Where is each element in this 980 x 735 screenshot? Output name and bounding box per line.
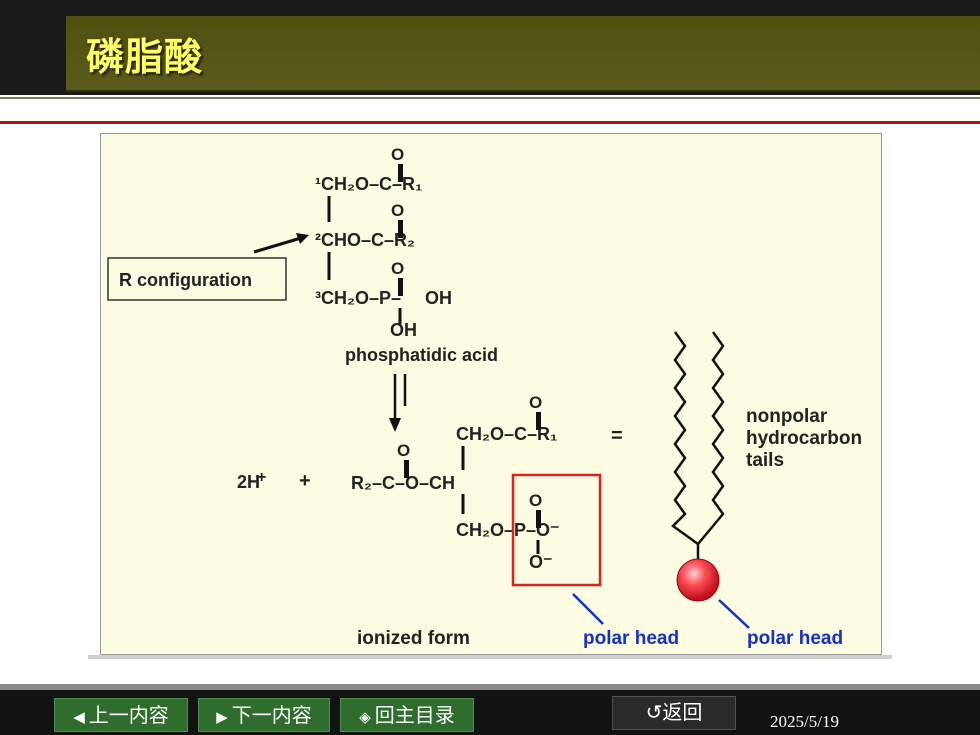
slide-date: 2025/5/19 [770,712,839,731]
back-label: 返回 [662,700,703,724]
polar-head-pointer-2 [718,599,750,629]
svg-text:CH₂O–C–R₁: CH₂O–C–R₁ [456,424,557,444]
plus-sign: + [299,470,311,492]
oh-group: OH [425,288,452,308]
bottom-bar-edge [0,684,980,690]
next-content-button[interactable]: ▶下一内容 [198,698,330,732]
polar-head-sphere [676,558,720,602]
back-button[interactable]: ↺返回 [612,696,736,730]
chemistry-figure: ¹CH₂O–C–R₁ O ²CHO–C–R₂ O ³CH₂O–P– OH O O… [100,133,882,655]
svg-text:O: O [391,259,404,278]
polar-head-label-1: polar head [583,628,679,649]
polar-head-pointer-1 [572,593,604,625]
lipid-tails [671,331,725,560]
svg-text:R₂–C–O–CH: R₂–C–O–CH [351,473,455,493]
red-divider-line [0,121,980,124]
triangle-right-icon: ▶ [216,708,228,726]
svg-text:²CHO–C–R₂: ²CHO–C–R₂ [315,230,415,250]
svg-text:³CH₂O–P–: ³CH₂O–P– [315,288,401,308]
prev-content-button[interactable]: ◀上一内容 [54,698,188,732]
diamond-icon: ◈ [359,708,371,726]
svg-text:CH₂O–P–O⁻: CH₂O–P–O⁻ [456,520,560,540]
nonpolar-label-1: nonpolar [746,406,828,427]
polar-head-label-2: polar head [747,628,843,649]
svg-text:O: O [529,491,542,510]
svg-text:O: O [529,393,542,412]
triangle-left-icon: ◀ [73,708,85,726]
svg-text:O: O [391,145,404,164]
polar-head-highlight-box [511,473,602,587]
svg-text:+: + [257,469,266,486]
r-configuration-box [107,257,287,301]
equals-sign: = [611,425,623,447]
svg-text:O: O [397,441,410,460]
r-configuration-label: R configuration [119,270,252,290]
return-arrow-icon: ↺ [645,700,663,724]
proton-term: 2H [237,472,260,492]
config-arrow [253,236,302,254]
ionized-form-structure: CH₂O–C–R₁ O R₂–C–O–CH O CH₂O–P–O⁻ O O⁻ [351,393,560,572]
svg-text:O: O [391,201,404,220]
svg-text:OH: OH [390,320,417,340]
figure-shadow [88,655,892,659]
nonpolar-label-3: tails [746,450,784,471]
main-menu-label: 回主目录 [374,703,455,727]
slide-title: 磷脂酸 [86,35,204,79]
nonpolar-label-2: hydrocarbon [746,428,862,449]
divider-line [0,97,980,99]
next-content-label: 下一内容 [231,703,312,727]
svg-text:O⁻: O⁻ [529,552,553,572]
svg-text:¹CH₂O–C–R₁: ¹CH₂O–C–R₁ [315,174,422,194]
phosphatidic-acid-structure: ¹CH₂O–C–R₁ O ²CHO–C–R₂ O ³CH₂O–P– OH O O… [315,145,452,340]
phosphatidic-acid-diagram: ¹CH₂O–C–R₁ O ²CHO–C–R₂ O ³CH₂O–P– OH O O… [107,145,862,649]
phosphatidic-acid-label: phosphatidic acid [345,345,498,365]
ionized-form-label: ionized form [357,628,470,649]
title-panel [66,16,980,92]
prev-content-label: 上一内容 [88,703,169,727]
main-menu-button[interactable]: ◈回主目录 [340,698,474,732]
